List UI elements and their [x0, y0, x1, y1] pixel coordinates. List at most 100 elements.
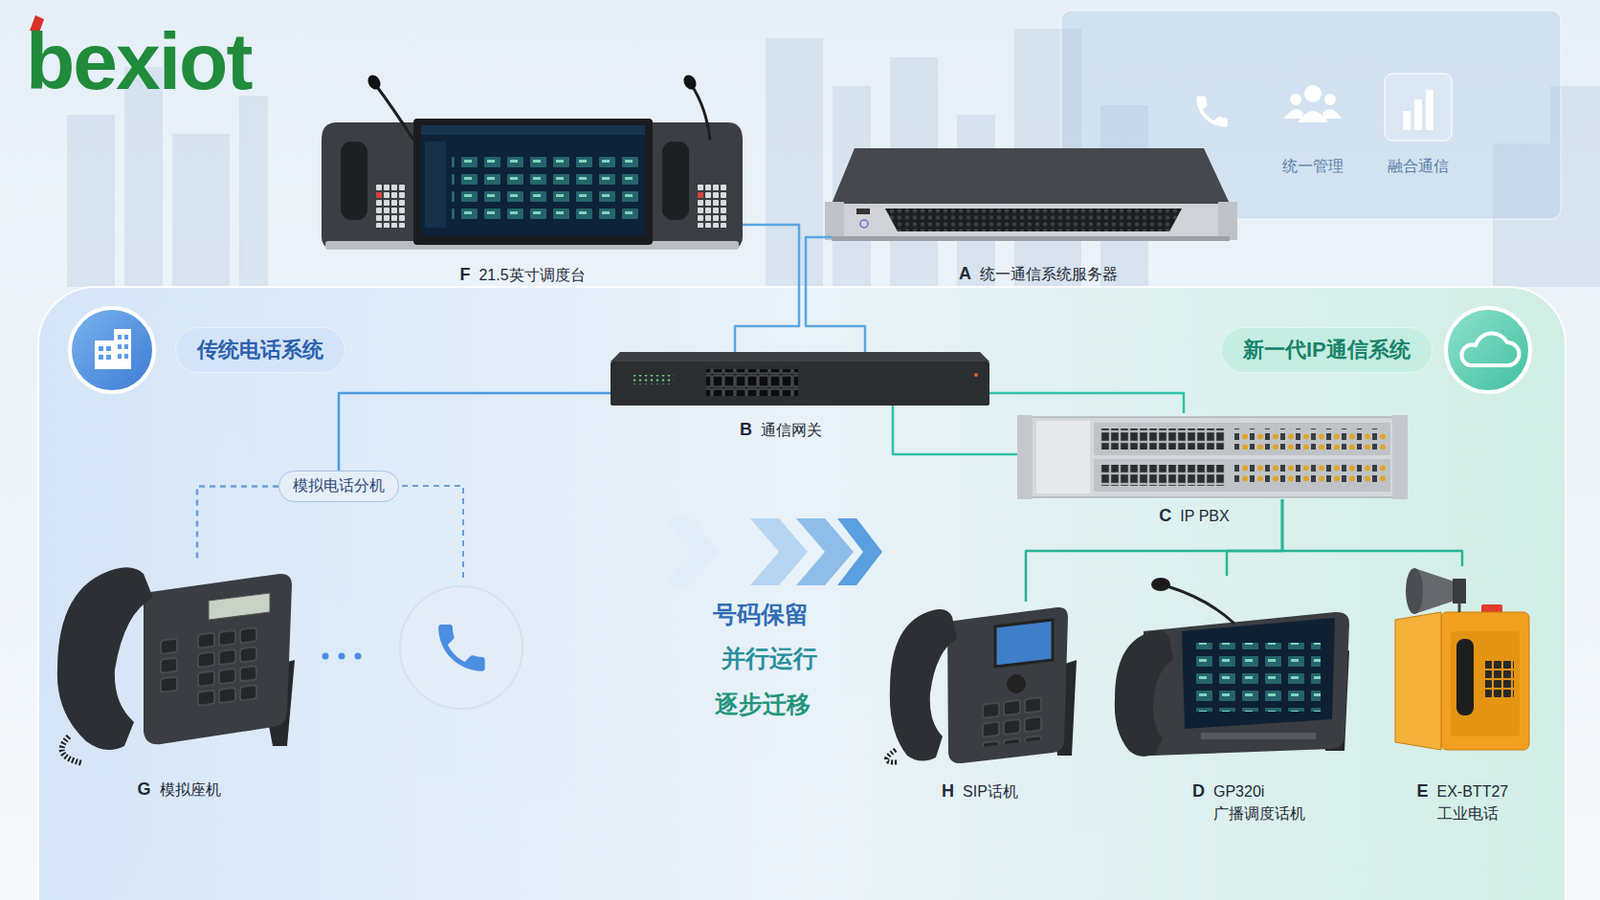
analog-phone: [143, 574, 292, 745]
cloud-icon: [1445, 308, 1531, 393]
callout-letter: E: [1416, 780, 1428, 803]
connector-line: [1282, 499, 1463, 567]
device-name: 模拟座机: [159, 778, 222, 801]
connector-line: [734, 224, 800, 353]
device-node: HSIP话机: [872, 601, 1080, 764]
city-skyline: [239, 95, 268, 288]
system-pill: 模拟电话分机: [278, 470, 400, 503]
building-icon: [117, 344, 122, 350]
ip-pbx-unit: [1017, 415, 1033, 500]
ip-pbx-unit: [1017, 415, 1408, 500]
callout-letter: H: [941, 780, 955, 803]
analog-phone: [158, 636, 180, 697]
glass-panel: [1284, 109, 1304, 119]
device-caption: EEX-BTT27 工业电话: [1416, 780, 1542, 825]
extension-dots: [355, 653, 362, 661]
sip-phone: [980, 695, 1045, 748]
migration-chevrons: [837, 518, 883, 586]
dispatch-console: [696, 183, 728, 228]
device-name: 统一通信系统服务器: [979, 263, 1118, 286]
dispatch-console: [424, 141, 446, 228]
industrial-phone: [1395, 568, 1530, 751]
industrial-phone: [1405, 568, 1423, 615]
callout-letter: G: [136, 778, 151, 801]
broadcast-phone: [1114, 577, 1350, 757]
sip-phone: [886, 750, 898, 763]
callout-letter: D: [1192, 780, 1205, 803]
device-name: IP PBX: [1179, 505, 1229, 528]
analog-phone: [57, 567, 154, 751]
ip-pbx-unit: [1093, 459, 1391, 492]
device-node: B通信网关: [610, 352, 990, 406]
building-icon: [69, 308, 155, 393]
dispatch-console: [321, 122, 743, 250]
device-caption: A 统一通信系统服务器: [958, 263, 1118, 286]
migration-chevrons: [750, 518, 808, 586]
glass-panel: [1402, 111, 1411, 131]
migration-step: 号码保留: [712, 600, 809, 629]
sip-phone: [947, 607, 1068, 764]
dispatch-console: [376, 192, 382, 199]
industrial-phone: [1452, 578, 1467, 604]
industrial-phone: [1458, 603, 1462, 613]
cloud-icon: [1461, 333, 1519, 366]
device-node: F21.5英寸调度台: [321, 79, 743, 250]
feature-label: 统一管理: [1282, 156, 1344, 178]
server-unit: [824, 201, 845, 241]
industrial-phone: [1450, 631, 1520, 737]
building-icon: [124, 344, 129, 350]
gateway-unit: [610, 361, 990, 406]
ip-pbx-unit: [1100, 465, 1225, 487]
analog-phone: [196, 625, 260, 711]
analog-phone: [57, 567, 295, 764]
broadcast-phone: [1196, 643, 1321, 712]
device-caption: C IP PBX: [1158, 505, 1229, 528]
device-name: SIP话机: [962, 780, 1019, 803]
brand-logo: bexiot: [25, 21, 251, 102]
system-label: 传统电话系统: [197, 335, 324, 365]
glass-panel: [1425, 89, 1434, 131]
device-name: 21.5英寸调度台: [478, 264, 585, 287]
server-unit: [831, 236, 1230, 242]
server-unit: [1218, 201, 1238, 241]
gateway-unit: [610, 352, 990, 362]
dispatch-console: [690, 84, 711, 140]
system-pill: 传统电话系统: [175, 327, 346, 374]
callout-letter: C: [1158, 505, 1172, 528]
analog-phone: [62, 736, 83, 764]
broadcast-phone: [1200, 733, 1316, 740]
callout-letter: A: [958, 263, 972, 286]
dispatch-console: [375, 84, 414, 140]
server-unit: [856, 208, 870, 215]
dispatch-console: [697, 192, 704, 199]
cloud-icon: [1445, 308, 1531, 393]
industrial-phone: [1456, 639, 1474, 716]
server-unit: [824, 148, 1238, 242]
dispatch-console: [421, 125, 645, 135]
server-unit: [831, 203, 1230, 237]
city-skyline: [66, 114, 115, 288]
building-icon: [106, 355, 112, 360]
callout-letter: B: [739, 419, 753, 442]
server-unit: [885, 208, 1182, 232]
sip-phone: [886, 607, 1077, 764]
callout-letter: F: [459, 264, 470, 287]
ip-pbx-unit: [1023, 417, 1401, 498]
dispatch-console: [662, 141, 689, 221]
industrial-phone: [1485, 660, 1514, 699]
broadcast-phone: [1114, 630, 1174, 757]
device-node: CIP PBX: [1017, 413, 1408, 500]
device-caption: B通信网关: [739, 419, 823, 442]
glass-panel: [1322, 109, 1342, 119]
ip-pbx-unit: [1234, 465, 1388, 487]
extension-dots: [322, 653, 330, 661]
connector-line: [338, 393, 611, 471]
dispatch-console: [321, 72, 743, 250]
system-pill: 新一代IP通信系统: [1221, 327, 1433, 374]
broadcast-phone: [1167, 586, 1235, 624]
dispatch-console: [421, 125, 645, 237]
ip-pbx-unit: [1093, 422, 1391, 456]
city-skyline: [172, 133, 230, 288]
